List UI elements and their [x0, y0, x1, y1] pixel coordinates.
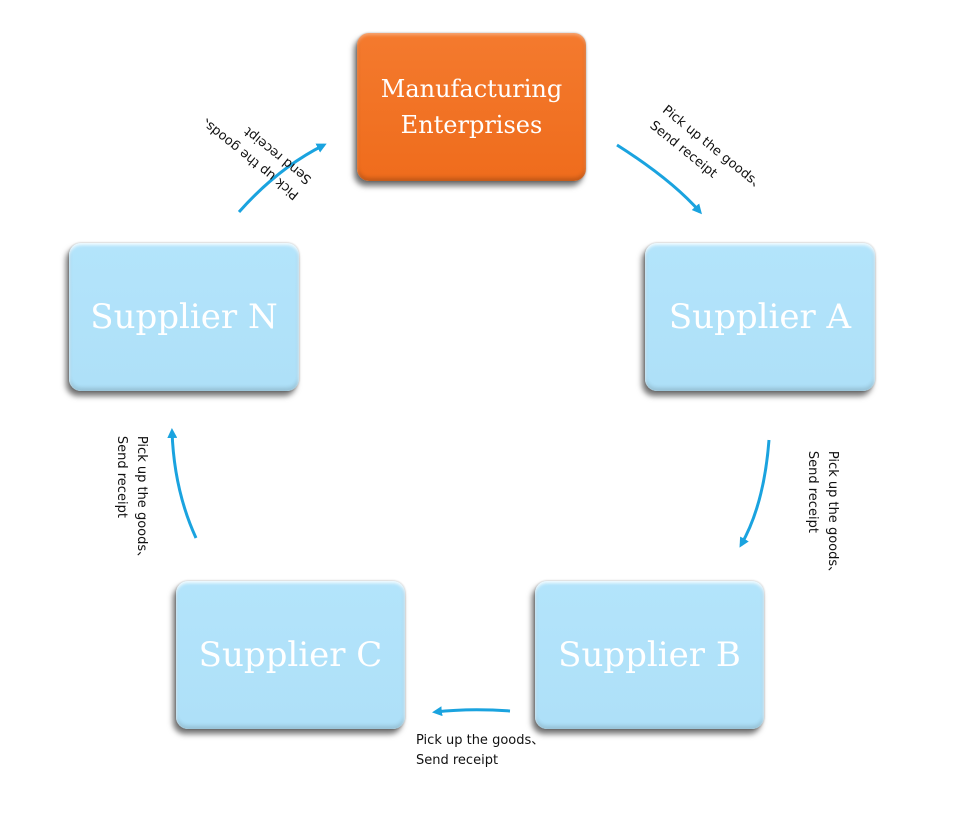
arrow-supplier-a-to-supplier-b [739, 439, 771, 548]
arrow-supplier-c-to-supplier-n [167, 428, 198, 539]
supplier-a-label: Supplier A [668, 297, 852, 337]
edge-label-line2: Send receipt [416, 753, 499, 768]
manufacturing-enterprises-label-line2: Enterprises [400, 111, 543, 139]
supplier-n-label: Supplier N [90, 297, 278, 337]
supplier-c-label: Supplier C [198, 635, 383, 675]
edge-label-line1: Pick up the goods、 [134, 435, 150, 565]
edge-label-line1: Pick up the goods、 [825, 450, 841, 580]
edge-label-line1: Pick up the goods、 [416, 733, 545, 748]
edge-label-line2: Send receipt [805, 450, 821, 533]
arrow-supplier-n-to-factory [237, 143, 327, 213]
supplier-b-node: Supplier B [535, 581, 764, 729]
supplier-n-node: Supplier N [69, 243, 299, 391]
supplier-a-node: Supplier A [645, 243, 875, 391]
manufacturing-enterprises-label-line1: Manufacturing [380, 75, 563, 103]
edge-label-supplier-a-to-supplier-b: Pick up the goods、 Send receipt [802, 451, 842, 579]
edge-label-line2: Send receipt [114, 435, 130, 518]
arrow-factory-to-supplier-a [616, 143, 702, 215]
manufacturing-enterprises-node: Manufacturing Enterprises [357, 33, 586, 181]
arrow-supplier-b-to-supplier-c [432, 706, 511, 717]
edge-label-supplier-b-to-supplier-c: Pick up the goods、 Send receipt [416, 731, 544, 771]
supplier-b-label: Supplier B [558, 635, 741, 675]
supplier-c-node: Supplier C [176, 581, 405, 729]
edge-label-supplier-c-to-supplier-n: Pick up the goods、 Send receipt [111, 436, 151, 564]
